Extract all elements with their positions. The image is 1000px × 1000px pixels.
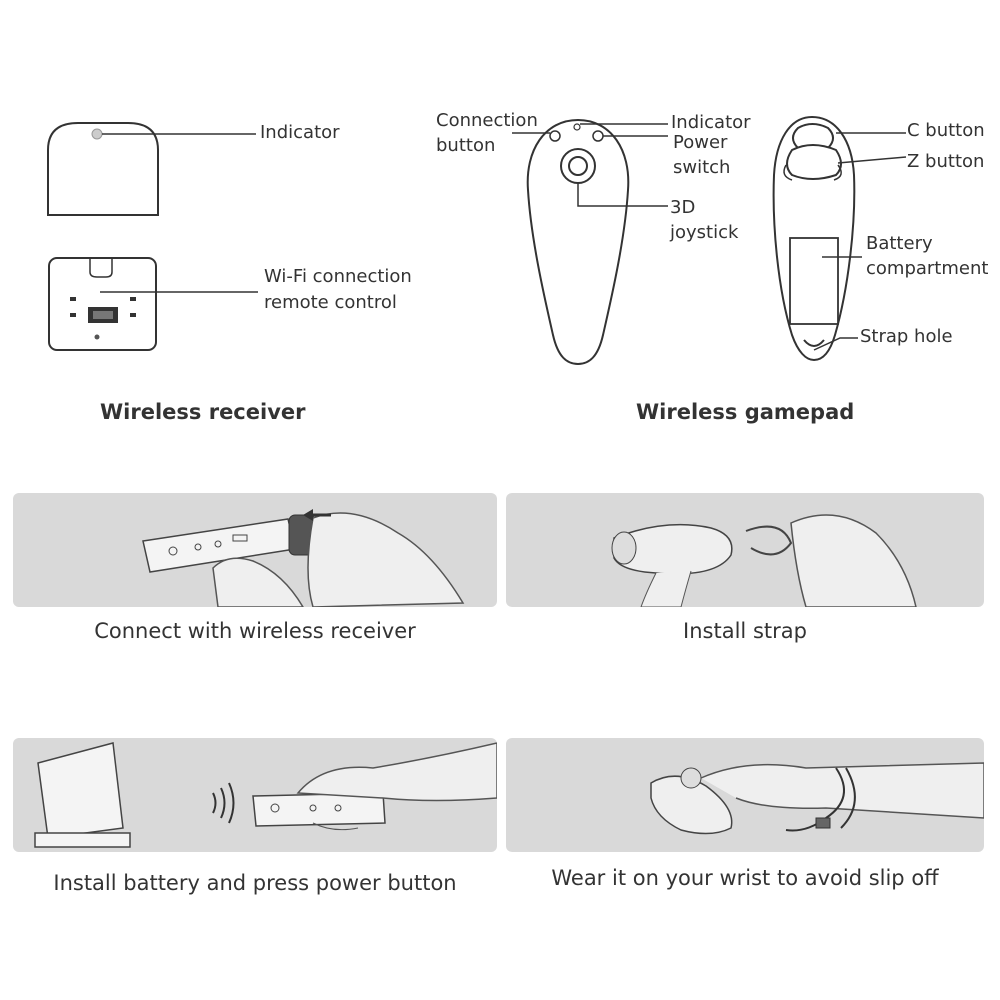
step-wrist-caption: Wear it on your wrist to avoid slip off <box>551 866 939 890</box>
receiver-top-view <box>47 122 159 216</box>
c-button-label: C button <box>907 120 985 141</box>
connection-label-line2: button <box>436 135 496 156</box>
connection-button <box>549 130 561 142</box>
receiver-title: Wireless receiver <box>100 400 306 424</box>
strap-illustration <box>611 514 917 607</box>
battery-compartment <box>789 237 839 325</box>
z-button-label: Z button <box>907 151 985 172</box>
wrist-illustration <box>650 762 984 835</box>
connect-illustration <box>142 509 465 607</box>
step-battery-image <box>13 738 497 852</box>
step-strap-caption: Install strap <box>683 619 807 643</box>
joystick-label-line1: 3D <box>670 197 696 218</box>
strap-hole-label: Strap hole <box>860 326 953 347</box>
power-switch <box>592 130 604 142</box>
step-wrist-image <box>506 738 984 852</box>
gamepad-front-view <box>526 118 630 366</box>
step-connect-caption: Connect with wireless receiver <box>94 619 416 643</box>
joystick-label-line2: joystick <box>670 222 739 243</box>
battery-label-line1: Battery <box>866 233 933 254</box>
z-button <box>786 144 842 180</box>
power-label-line1: Power <box>673 132 728 153</box>
battery-label-line2: compartment <box>866 258 989 279</box>
step-battery-caption: Install battery and press power button <box>53 871 457 895</box>
indicator-light <box>573 123 581 131</box>
joystick-inner <box>568 156 588 176</box>
wifi-label-line1: Wi-Fi connection <box>264 266 412 287</box>
receiver-indicator-label: Indicator <box>260 122 340 143</box>
connection-label-line1: Connection <box>436 110 538 131</box>
strap-hole <box>803 339 825 347</box>
gamepad-title: Wireless gamepad <box>636 400 855 424</box>
battery-illustration <box>34 742 497 848</box>
step-connect-image <box>13 493 497 607</box>
power-label-line2: switch <box>673 157 731 178</box>
receiver-connector-view <box>48 257 157 351</box>
step-strap-image <box>506 493 984 607</box>
wifi-label-line2: remote control <box>264 292 397 313</box>
gamepad-indicator-label: Indicator <box>671 112 751 133</box>
